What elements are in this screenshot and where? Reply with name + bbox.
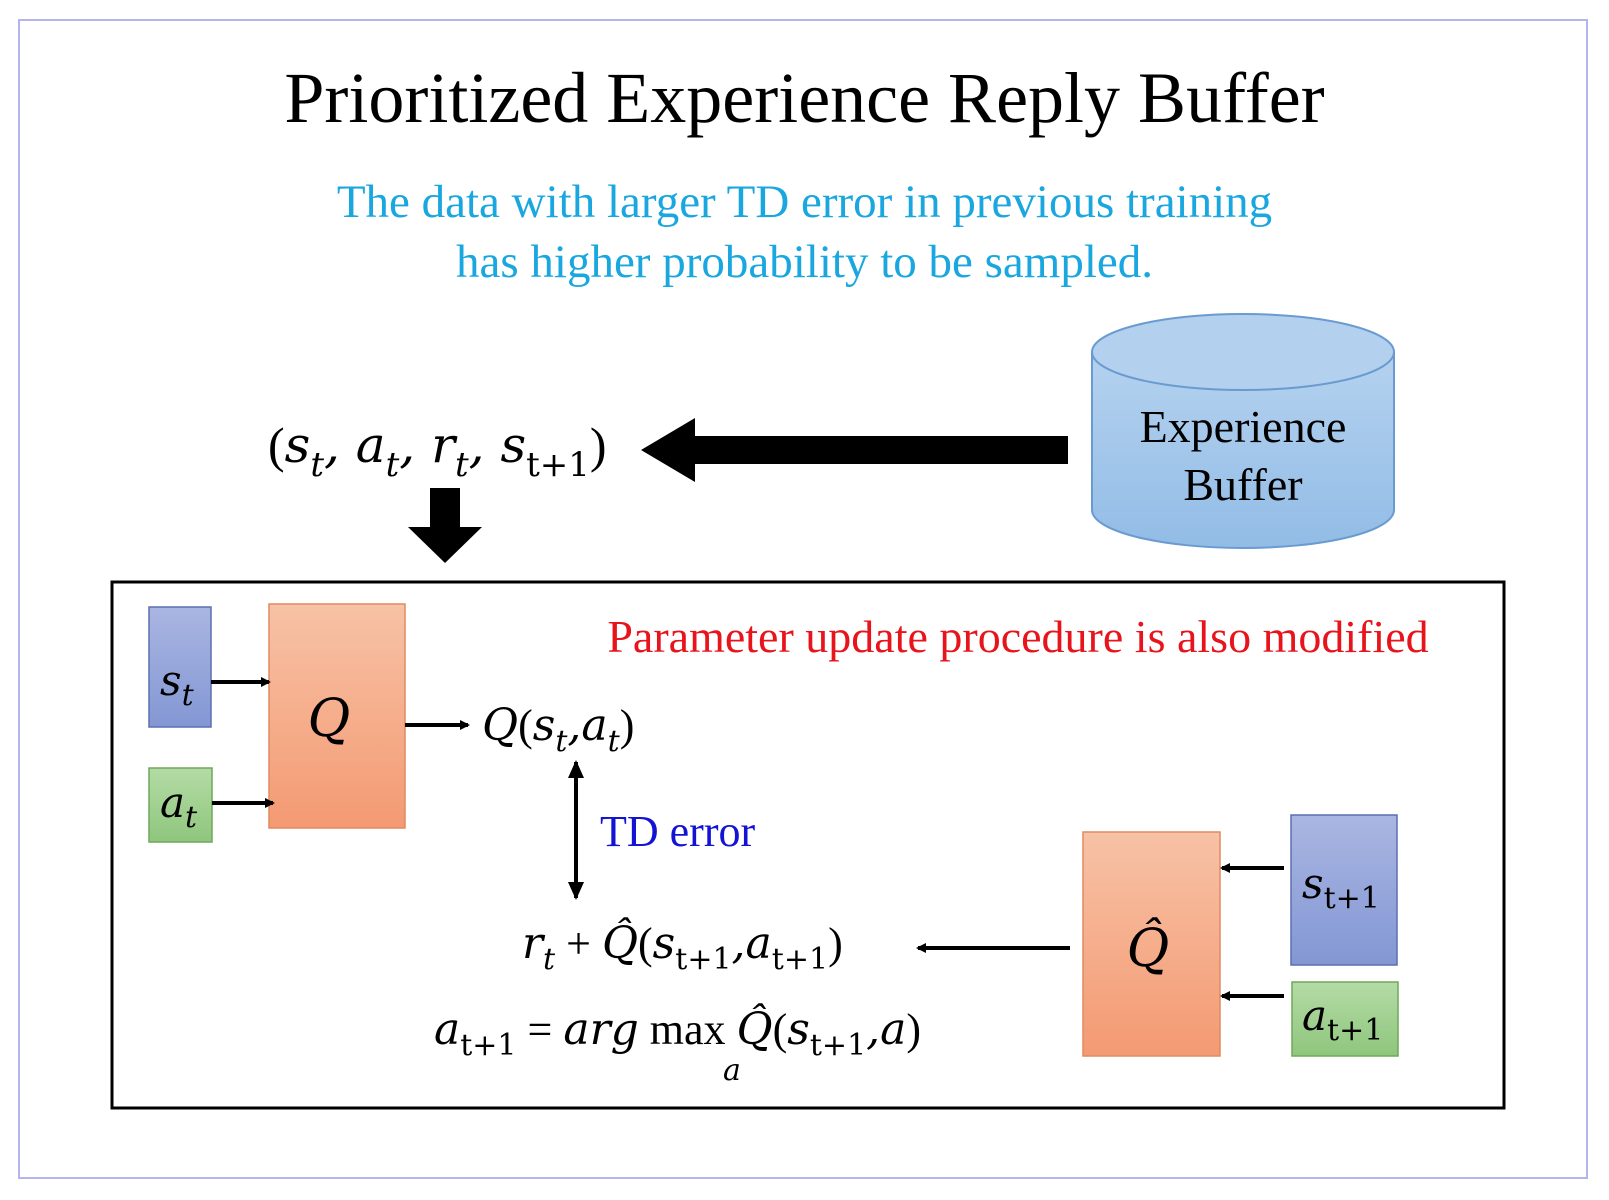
svg-text:at+1: at+1 (1302, 991, 1383, 1048)
action-at1-box: at+1 (1291, 981, 1399, 1057)
subtitle-line-1: The data with larger TD error in previou… (336, 176, 1273, 228)
argmax-expression: at+1 = arg max Q̂(st+1,a) (434, 1002, 921, 1063)
q-network-box: Q (268, 603, 406, 829)
slide-title: Prioritized Experience Reply Buffer (284, 58, 1325, 138)
buffer-label-line-1: Experience (1140, 401, 1347, 452)
state-st-box: st (148, 606, 212, 728)
sample-tuple: (st, at, rt, st+1) (268, 416, 607, 485)
td-error-label: TD error (600, 807, 755, 856)
slide-subtitle: The data with larger TD error in previou… (0, 172, 1609, 292)
argmax-subscript: a (723, 1053, 741, 1088)
state-st1-box: st+1 (1290, 814, 1398, 966)
action-at-box: at (148, 767, 213, 843)
svg-text:st+1: st+1 (1302, 859, 1380, 916)
svg-text:Q̂: Q̂ (1127, 918, 1170, 979)
svg-text:at: at (160, 778, 198, 835)
svg-text:st: st (160, 656, 195, 713)
update-note: Parameter update procedure is also modif… (607, 611, 1428, 662)
sample-arrow-down (408, 488, 482, 563)
sample-arrow-left (641, 418, 1068, 482)
target-q-network-box: Q̂ (1082, 831, 1221, 1057)
buffer-label-line-2: Buffer (1183, 459, 1302, 510)
svg-text:Q: Q (308, 689, 351, 749)
q-output-expression: Q(st,at) (482, 700, 634, 759)
update-procedure-box (110, 580, 1506, 1110)
subtitle-line-2: has higher probability to be sampled. (455, 236, 1153, 288)
experience-buffer-cylinder: Experience Buffer (1091, 313, 1395, 549)
target-expression: rt + Q̂(st+1,at+1) (522, 916, 843, 977)
slide-frame (18, 19, 1588, 1179)
